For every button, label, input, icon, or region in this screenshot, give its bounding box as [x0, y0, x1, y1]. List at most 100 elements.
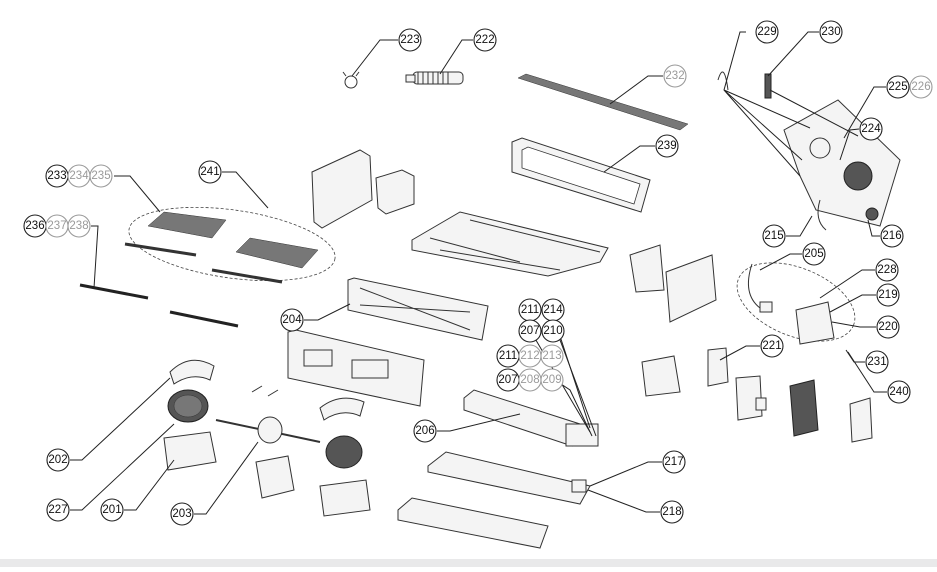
callout-label: 201 — [102, 504, 121, 516]
callout-236: 236 — [23, 214, 47, 238]
part-side-plate-right — [629, 244, 717, 323]
callout-label: 239 — [657, 140, 676, 152]
callout-label: 222 — [475, 34, 494, 46]
part-drain-tray — [427, 451, 591, 505]
part-evaporator — [463, 389, 599, 447]
part-chassis — [411, 211, 609, 277]
callout-223: 223 — [398, 28, 422, 52]
part-blower-wheel-left — [167, 389, 209, 423]
callout-label: 218 — [662, 506, 681, 518]
callout-219: 219 — [876, 283, 900, 307]
callout-231: 231 — [865, 350, 889, 374]
callout-label: 215 — [764, 230, 783, 242]
callout-216: 216 — [880, 224, 904, 248]
callout-label: 220 — [878, 321, 897, 333]
callout-label: 231 — [867, 356, 886, 368]
callout-label: 235 — [91, 170, 110, 182]
callout-label: 240 — [889, 386, 908, 398]
bottom-scrollbar-strip — [0, 559, 937, 567]
part-air-filters — [124, 206, 336, 284]
callout-label: 225 — [888, 81, 907, 93]
callout-label: 228 — [877, 264, 896, 276]
callout-label: 214 — [543, 304, 563, 316]
part-fan-motor — [215, 385, 321, 499]
callout-237: 237 — [45, 214, 69, 238]
callout-220: 220 — [876, 315, 900, 339]
part-air-outlet-frame — [511, 137, 651, 213]
callout-222: 222 — [473, 28, 497, 52]
callout-label: 227 — [48, 504, 67, 516]
part-fan-housing-bottom — [163, 431, 217, 471]
callout-label: 219 — [878, 289, 897, 301]
part-blower-wheel-right — [319, 397, 371, 517]
callout-label: 211 — [499, 350, 517, 362]
callout-label: 230 — [821, 26, 840, 38]
callout-label: 207 — [498, 374, 517, 386]
callout-label: 236 — [25, 220, 44, 232]
callout-label: 229 — [757, 26, 776, 38]
callout-228: 228 — [875, 258, 899, 282]
callout-label: 209 — [542, 374, 561, 386]
callout-211-b: 211 — [496, 344, 520, 368]
callout-label: 210 — [543, 325, 562, 337]
part-hose-clamp — [342, 71, 360, 89]
callout-213: 213 — [540, 344, 564, 368]
callout-239: 239 — [655, 134, 679, 158]
callout-label: 233 — [47, 170, 66, 182]
part-back-panel — [347, 277, 489, 341]
callout-label: 217 — [664, 456, 683, 468]
callout-234: 234 — [67, 164, 91, 188]
callout-215: 215 — [762, 224, 786, 248]
callout-label: 207 — [520, 325, 539, 337]
callout-label: 202 — [48, 454, 67, 466]
callout-227: 227 — [46, 498, 70, 522]
callout-label: 203 — [172, 508, 191, 520]
callout-label: 212 — [520, 350, 539, 362]
callout-label: 237 — [47, 220, 66, 232]
callout-212: 212 — [518, 344, 542, 368]
callout-240: 240 — [887, 380, 911, 404]
callout-210: 210 — [541, 319, 565, 343]
callout-label: 211 — [521, 304, 539, 316]
callout-207-a: 207 — [518, 319, 542, 343]
callout-225: 225 — [886, 75, 910, 99]
part-pump-assembly — [736, 262, 856, 345]
callout-label: 224 — [861, 123, 881, 135]
part-base-cover — [397, 497, 549, 549]
callout-label: 221 — [762, 340, 781, 352]
part-electrical-panel — [287, 329, 425, 407]
callout-238: 238 — [67, 214, 91, 238]
callout-218: 218 — [660, 500, 684, 524]
callout-211-a: 211 — [518, 298, 542, 322]
part-filter-strip — [517, 73, 689, 131]
callout-232: 232 — [663, 64, 687, 88]
part-side-plate-left — [311, 149, 415, 229]
callout-label: 204 — [282, 314, 302, 326]
callout-230: 230 — [819, 20, 843, 44]
callout-229: 229 — [755, 20, 779, 44]
callout-235: 235 — [89, 164, 113, 188]
callout-label: 223 — [400, 34, 419, 46]
callout-217: 217 — [662, 450, 686, 474]
callout-label: 234 — [69, 170, 89, 182]
leader-lines — [70, 31, 887, 515]
part-fan-housing-top — [169, 359, 215, 385]
callout-label: 238 — [69, 220, 88, 232]
callout-224: 224 — [859, 117, 883, 141]
callout-label: 208 — [520, 374, 539, 386]
callout-226: 226 — [909, 75, 933, 99]
callout-209: 209 — [540, 368, 564, 392]
part-sensor-wires — [717, 71, 772, 99]
part-drain-hose — [405, 71, 464, 85]
part-mounting-brackets — [641, 347, 873, 443]
callout-label: 216 — [882, 230, 901, 242]
callout-201: 201 — [100, 498, 124, 522]
callout-233: 233 — [45, 164, 69, 188]
part-valve-assembly — [783, 99, 901, 231]
callout-label: 205 — [804, 248, 823, 260]
callout-204: 204 — [280, 308, 304, 332]
callout-207-b: 207 — [496, 368, 520, 392]
callout-label: 206 — [415, 425, 434, 437]
